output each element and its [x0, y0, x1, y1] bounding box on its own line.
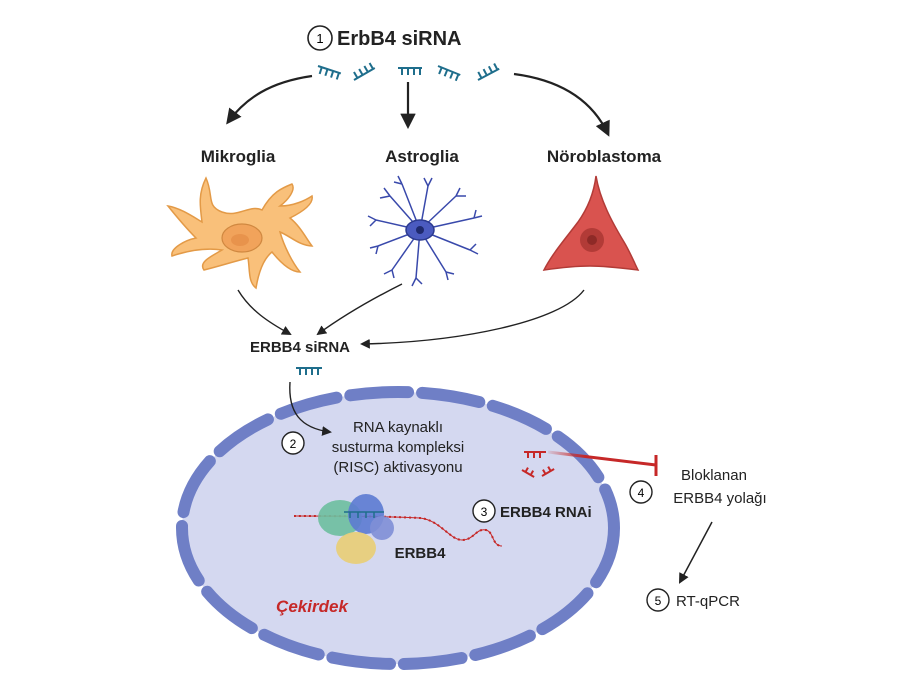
arrow-to-rtqpcr: [679, 521, 713, 584]
sirna-icon: [296, 367, 322, 375]
step-1-number: 1: [316, 31, 323, 46]
step-4-label: Bloklanan ERBB4 yolağı 4: [629, 467, 767, 507]
step-1-title: 1 ErbB4 siRNA: [307, 25, 461, 51]
cell-label-neuroblastoma: Nöroblastoma: [547, 147, 662, 166]
sirna-icon: [437, 65, 461, 82]
mrna-label: ERBB4: [395, 545, 447, 562]
step-2-badge: [281, 431, 305, 455]
sirna-label: ERBB4 siRNA: [250, 339, 350, 356]
step-3-label: 3 ERBB4 RNAi: [472, 499, 592, 523]
sirna-fragments-top: [317, 62, 500, 82]
nucleus-body: [182, 392, 614, 664]
delivery-arrows: [226, 72, 610, 137]
step-3-number: 3: [481, 505, 488, 519]
step-4-line-1: Bloklanan: [681, 467, 747, 484]
neuroblastoma-cell-icon: [542, 175, 640, 271]
arrow-sirna-to-risc: [289, 381, 332, 436]
microglia-cell-icon: [166, 176, 314, 290]
sirna-icon: [353, 62, 376, 81]
step-5-label: 5 RT-qPCR: [646, 588, 740, 612]
nucleus: [176, 386, 620, 670]
arrow-neuroblastoma-to-sirna: [360, 289, 585, 349]
step-4-number: 4: [638, 486, 645, 500]
sirna-icon: [477, 63, 500, 81]
arrow-to-microglia: [226, 74, 313, 125]
sirna-icon: [317, 65, 342, 80]
step-3-badge: [472, 499, 496, 523]
cell-label-astroglia: Astroglia: [385, 147, 459, 166]
step-2-line-3: (RISC) aktivasyonu: [333, 459, 462, 476]
step-5-text: RT-qPCR: [676, 593, 740, 610]
inhibiting-sirna-icon: [521, 451, 555, 478]
cell-label-microglia: Mikroglia: [201, 147, 276, 166]
step-4-line-2: ERBB4 yolağı: [673, 490, 766, 507]
inhibition-bar: [547, 450, 658, 476]
step-4-badge: [629, 480, 653, 504]
step-3-text: ERBB4 RNAi: [500, 504, 592, 521]
step-2-number: 2: [290, 437, 297, 451]
step-1-badge: [307, 25, 333, 51]
sirna-icon: [398, 67, 422, 75]
risc-complex-icon: [318, 494, 394, 564]
arrow-astroglia-to-sirna: [316, 283, 403, 336]
converging-arrows: [237, 283, 585, 349]
step-2-line-2: susturma kompleksi: [332, 439, 465, 456]
arrow-microglia-to-sirna: [237, 289, 292, 335]
nucleus-envelope: [176, 386, 620, 670]
astrocyte-cell-icon: [367, 175, 483, 287]
step-5-number: 5: [655, 594, 662, 608]
arrow-to-neuroblastoma: [513, 72, 610, 137]
step-2-label: 2 RNA kaynaklı susturma kompleksi (RISC)…: [281, 419, 465, 476]
step-2-line-1: RNA kaynaklı: [353, 419, 443, 436]
nucleus-label: Çekirdek: [276, 597, 349, 616]
step-1-label: ErbB4 siRNA: [337, 28, 461, 50]
step-5-badge: [646, 588, 670, 612]
